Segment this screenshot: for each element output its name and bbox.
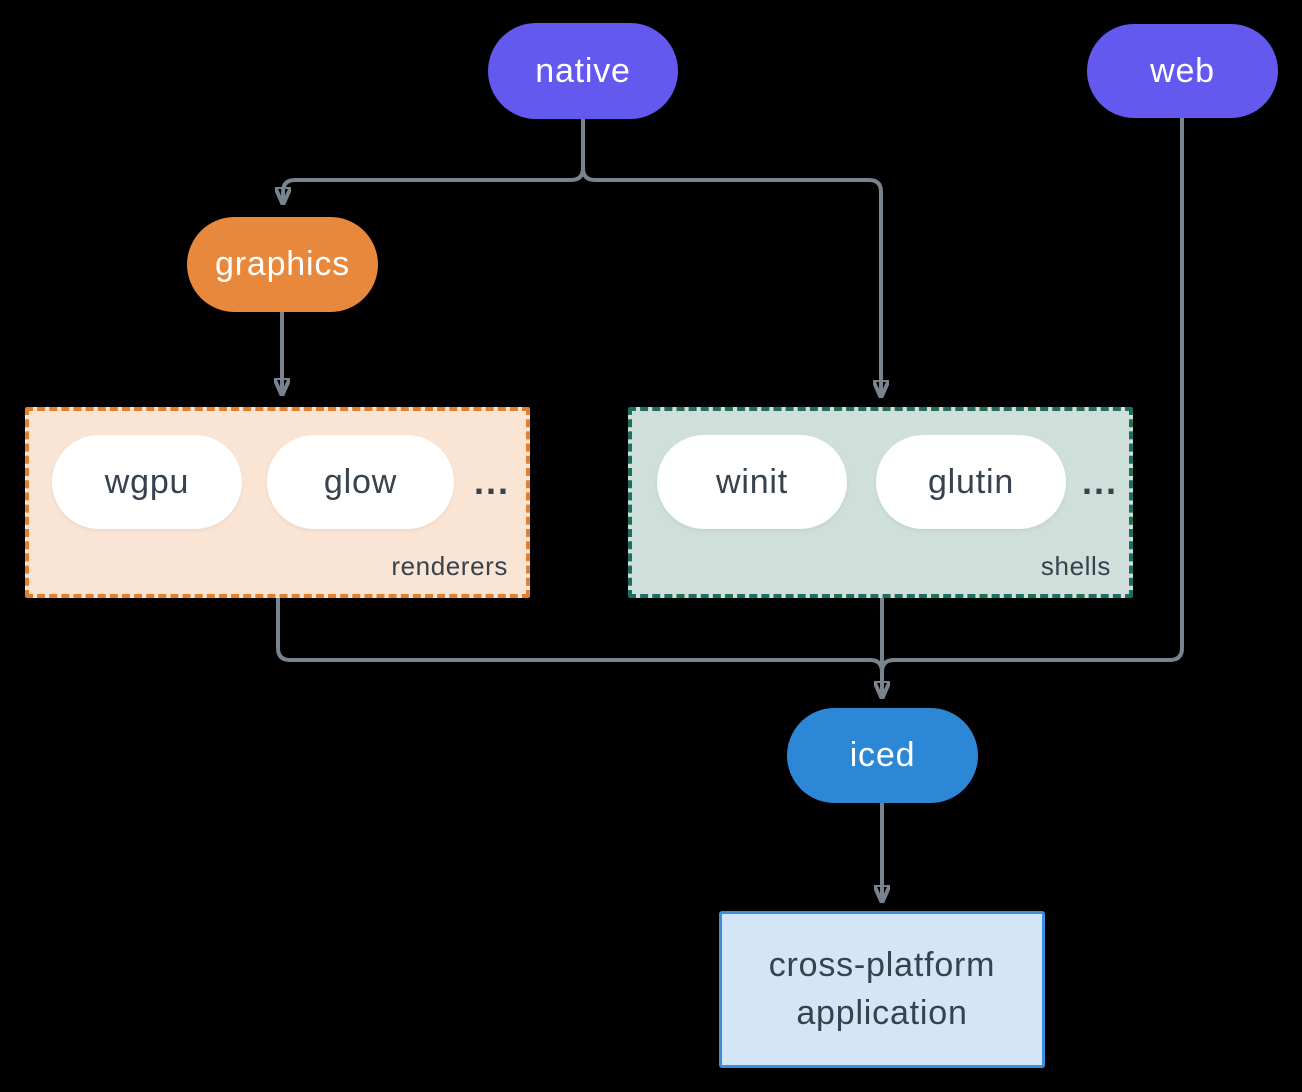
edge-renderers-to-merge bbox=[276, 598, 884, 673]
group-renderers: wgpu glow ... renderers bbox=[25, 407, 530, 598]
node-wgpu: wgpu bbox=[52, 435, 242, 529]
node-iced: iced bbox=[787, 708, 978, 803]
node-native: native bbox=[488, 23, 678, 119]
application-label: cross-platform application bbox=[768, 945, 996, 1032]
renderers-group-label: renderers bbox=[391, 551, 508, 581]
edge-native-to-shells bbox=[581, 119, 881, 393]
group-shells: winit glutin ... shells bbox=[628, 407, 1133, 598]
shells-group-label: shells bbox=[1040, 551, 1111, 581]
edge-native-to-graphics bbox=[283, 119, 585, 200]
node-glow: glow bbox=[267, 435, 454, 529]
node-graphics: graphics bbox=[187, 217, 378, 312]
node-web: web bbox=[1087, 24, 1278, 118]
shells-ellipsis: ... bbox=[1081, 461, 1118, 502]
renderers-ellipsis: ... bbox=[473, 461, 510, 502]
node-glutin: glutin bbox=[876, 435, 1066, 529]
node-cross-platform-application: cross-platform application bbox=[719, 911, 1045, 1068]
node-winit: winit bbox=[657, 435, 847, 529]
